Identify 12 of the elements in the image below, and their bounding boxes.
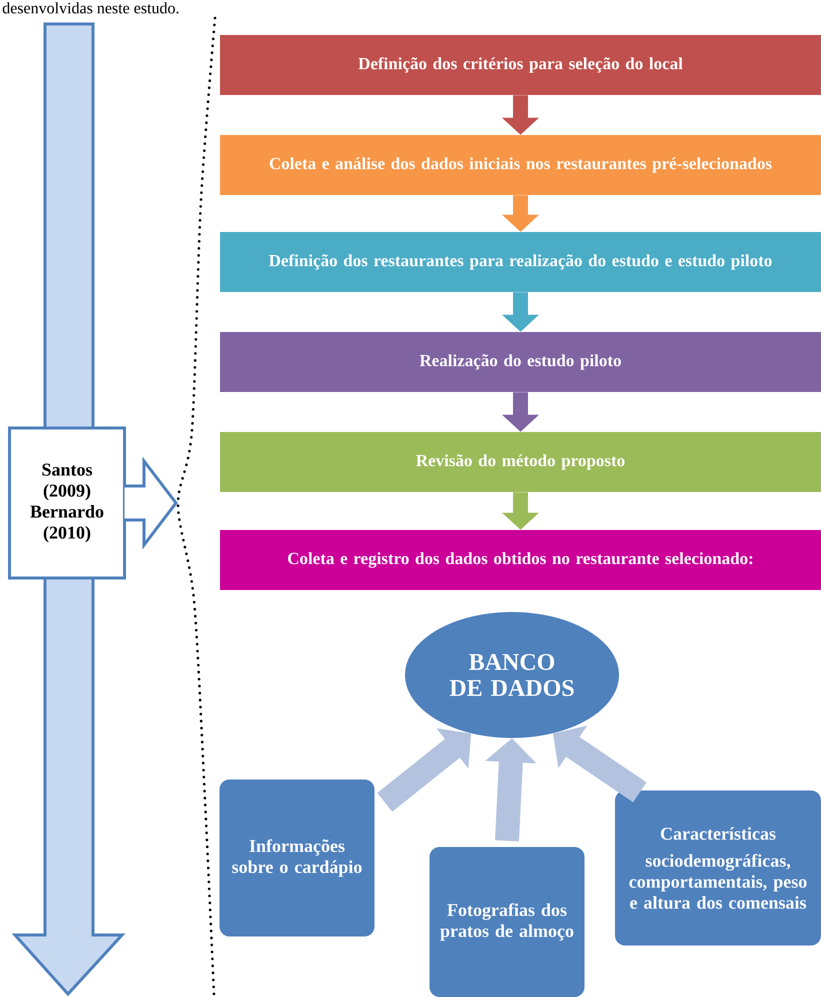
step-box: Coleta e registro dos dados obtidos no restaurante selecionado: (220, 530, 821, 590)
heading-text: desenvolvidas neste estudo. (2, 2, 178, 14)
author-box: Santos (2009) Bernardo (2010) (8, 426, 126, 580)
source-box: Fotografias dos pratos de almoço (430, 847, 584, 997)
source-box: Informações sobre o cardápio (220, 780, 374, 936)
step-box: Realização do estudo piloto (220, 332, 821, 392)
step-box: Definição dos critérios para seleção do local (220, 35, 821, 95)
source-box: Características sociodemográficas, comportamentais, peso e altura dos comensais (615, 790, 821, 946)
callout-arrow (123, 456, 178, 550)
step-box: Definição dos restaurantes para realização do estudo e estudo piloto (220, 232, 821, 292)
step-box: Revisão do método proposto (220, 432, 821, 492)
step-box: Coleta e análise dos dados iniciais nos restaurantes pré-selecionados (220, 135, 821, 195)
